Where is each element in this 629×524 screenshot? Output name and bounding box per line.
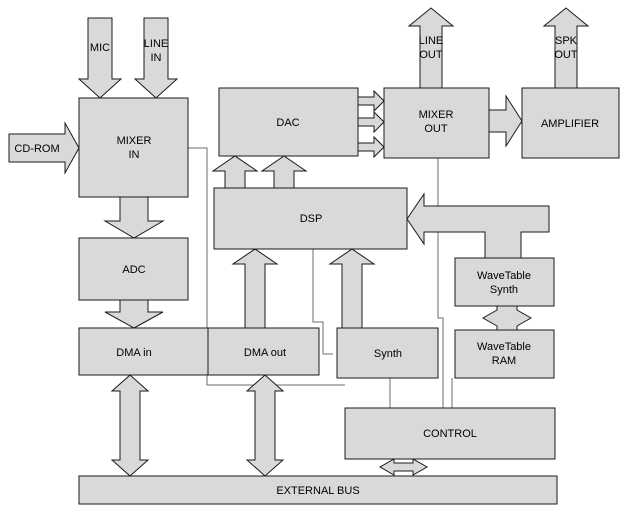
- mixer-in-label-2: IN: [129, 149, 140, 161]
- dma-in-label: DMA in: [116, 347, 151, 359]
- line-in-label-2: IN: [151, 52, 162, 64]
- dsp-label: DSP: [300, 213, 323, 225]
- line-out-label-2: OUT: [419, 49, 443, 61]
- dac-to-mixer-arrow-2: [357, 110, 385, 134]
- svg-text:MIXER: MIXER: [419, 109, 454, 121]
- dma-in-bus-arrow[interactable]: [110, 374, 150, 477]
- mixer-to-amp-arrow: [488, 94, 523, 148]
- adc-label: ADC: [122, 264, 145, 276]
- cd-rom-input-arrow: [8, 121, 80, 175]
- spk-out-label-1: SPK: [555, 35, 578, 47]
- svg-text:MIXER: MIXER: [117, 135, 152, 147]
- mixer-in-block: MIXER IN: [78, 97, 189, 198]
- control-block: CONTROL: [344, 407, 556, 460]
- external-bus-block: EXTERNAL BUS: [78, 475, 558, 505]
- svg-text:LINE: LINE: [419, 35, 443, 47]
- line-in-label-1: LINE: [144, 38, 168, 50]
- wavetable-to-dsp-arrow: [406, 192, 550, 259]
- svg-text:SPK: SPK: [555, 35, 578, 47]
- svg-text:RAM: RAM: [492, 355, 516, 367]
- svg-text:Synth: Synth: [490, 284, 518, 296]
- cd-rom-label: CD-ROM: [14, 143, 59, 155]
- mixer-out-block: MIXER OUT: [383, 87, 490, 159]
- external-bus-label: EXTERNAL BUS: [276, 485, 359, 497]
- dma-in-block: DMA in: [78, 327, 209, 376]
- control-bus-arrow[interactable]: [378, 458, 429, 476]
- svg-text:LINE: LINE: [144, 38, 168, 50]
- amplifier-block: AMPLIFIER: [521, 87, 620, 159]
- wavetable-ram-block: WaveTable RAM: [454, 329, 555, 379]
- amplifier-label: AMPLIFIER: [541, 118, 599, 130]
- dac-to-mixer-arrow-3: [357, 135, 385, 159]
- wavetable-synth-block: WaveTable Synth: [454, 257, 555, 307]
- svg-text:IN: IN: [129, 149, 140, 161]
- dma-out-to-dsp-arrow: [231, 248, 279, 329]
- dma-out-label: DMA out: [244, 347, 286, 359]
- mixer-in-label-1: MIXER: [117, 135, 152, 147]
- wavetable-synth-ram-arrow: [481, 305, 533, 331]
- wavetable-ram-label-1: WaveTable: [477, 341, 531, 353]
- mic-input-arrow: [77, 17, 123, 99]
- dac-label: DAC: [276, 117, 299, 129]
- mixer-out-label-1: MIXER: [419, 109, 454, 121]
- svg-text:WaveTable: WaveTable: [477, 341, 531, 353]
- adc-to-dma-arrow: [104, 299, 164, 329]
- wavetable-synth-label-2: Synth: [490, 284, 518, 296]
- adc-block: ADC: [78, 237, 189, 301]
- mic-label: MIC: [90, 42, 110, 54]
- spk-out-label-2: OUT: [554, 49, 578, 61]
- dma-out-block: DMA out: [207, 327, 320, 376]
- line-out-label-1: LINE: [419, 35, 443, 47]
- svg-text:OUT: OUT: [424, 123, 448, 135]
- svg-text:OUT: OUT: [419, 49, 443, 61]
- control-label: CONTROL: [423, 428, 477, 440]
- synth-to-dsp-arrow: [328, 248, 376, 329]
- dsp-to-dac-arrow-2: [260, 155, 308, 189]
- svg-text:IN: IN: [151, 52, 162, 64]
- wavetable-synth-label-1: WaveTable: [477, 270, 531, 282]
- dsp-to-dac-arrow-1: [211, 155, 259, 189]
- line-in-input-arrow: [133, 17, 179, 99]
- mixer-out-label-2: OUT: [424, 123, 448, 135]
- svg-text:WaveTable: WaveTable: [477, 270, 531, 282]
- mixer-to-adc-arrow: [103, 196, 165, 239]
- synth-block: Synth: [336, 327, 439, 379]
- dac-block: DAC: [218, 87, 359, 157]
- synth-label: Synth: [374, 348, 402, 360]
- dac-to-mixer-arrow-1: [357, 89, 385, 113]
- svg-text:OUT: OUT: [554, 49, 578, 61]
- dsp-block: DSP: [213, 187, 408, 250]
- wavetable-ram-label-2: RAM: [492, 355, 516, 367]
- line-out-output-arrow: [407, 7, 455, 89]
- dma-out-bus-arrow[interactable]: [245, 374, 285, 477]
- spk-out-output-arrow: [542, 7, 590, 89]
